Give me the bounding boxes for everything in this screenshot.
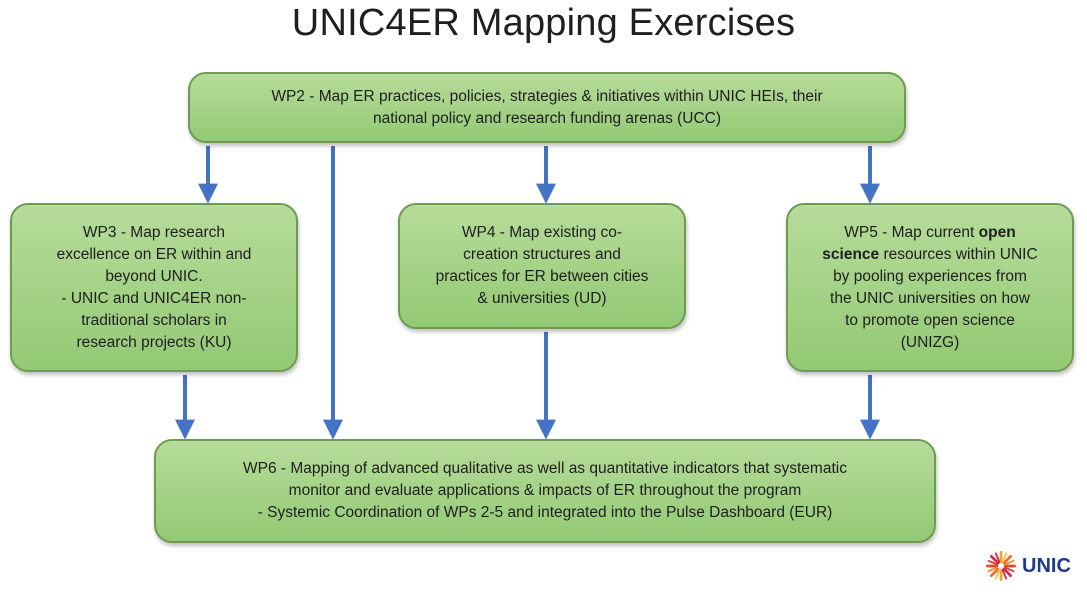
wp3-line: excellence on ER within and: [56, 245, 252, 263]
page-title: UNIC4ER Mapping Exercises: [291, 2, 796, 44]
wp5-emphasis-open: open: [978, 223, 1016, 241]
wp6-box: WP6 - Mapping of advanced qualitative as…: [154, 439, 936, 543]
wp5-line: the UNIC universities on how: [830, 289, 1030, 307]
wp4-line: & universities (UD): [477, 290, 607, 307]
wp4-line: creation structures and: [463, 246, 621, 263]
wp5-box: WP5 - Map current open science resources…: [786, 203, 1074, 372]
wp2-line: national policy and research funding are…: [372, 109, 722, 127]
wp3-box: WP3 - Map research excellence on ER with…: [10, 203, 298, 372]
wp6-line: monitor and evaluate applications & impa…: [288, 482, 802, 499]
wp6-line: WP6 - Mapping of advanced qualitative as…: [243, 460, 847, 477]
wp5-line: science resources within UNIC: [822, 244, 1037, 266]
wp4-box: WP4 - Map existing co- creation structur…: [398, 203, 686, 329]
unic-logo: UNIC: [984, 544, 1084, 588]
wp6-line: - Systemic Coordination of WPs 2-5 and i…: [257, 504, 833, 521]
wp5-line: by pooling experiences from: [833, 267, 1027, 285]
wp5-emphasis-science: science: [822, 245, 880, 263]
wp2-box: WP2 - Map ER practices, policies, strate…: [188, 72, 906, 143]
wp3-line: - UNIC and UNIC4ER non-: [61, 289, 247, 307]
wp3-line: traditional scholars in: [81, 311, 227, 329]
wp4-line: practices for ER between cities: [435, 268, 649, 285]
wp5-line: (UNIZG): [900, 333, 960, 351]
wp5-line: WP5 - Map current open: [822, 222, 1037, 244]
wp3-line: beyond UNIC.: [105, 267, 203, 285]
wp4-line: WP4 - Map existing co-: [461, 224, 623, 241]
wp3-line: research projects (KU): [76, 333, 232, 351]
logo-text: UNIC: [1022, 554, 1071, 577]
wp3-line: WP3 - Map research: [82, 223, 226, 241]
wp5-line: to promote open science: [845, 311, 1015, 329]
sunburst-icon: [986, 551, 1016, 581]
wp5-line1-text: WP5 - Map current: [844, 223, 979, 241]
wp5-line2-text: resources within UNIC: [879, 245, 1038, 263]
wp2-line: WP2 - Map ER practices, policies, strate…: [271, 87, 823, 105]
